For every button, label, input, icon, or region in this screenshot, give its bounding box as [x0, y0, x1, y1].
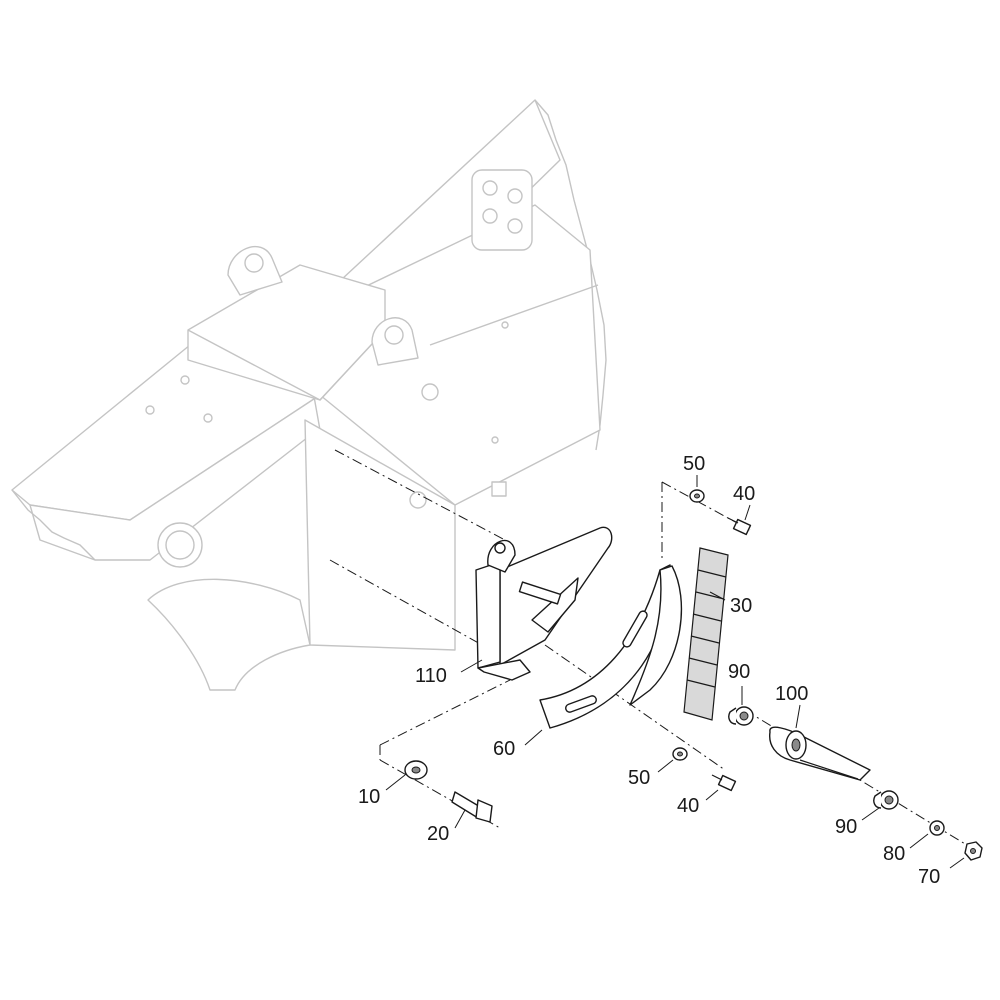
callout-50-top: 50 — [683, 453, 705, 475]
frame-side-plate — [304, 419, 456, 651]
bolt-20 — [451, 791, 493, 823]
part-110-bracket — [475, 526, 613, 681]
callout-100: 100 — [775, 683, 808, 705]
bolt-40-top — [727, 517, 752, 536]
callouts: 50 40 30 110 90 100 60 50 40 10 20 90 80… — [358, 453, 940, 888]
hardware — [404, 489, 983, 861]
wear-strip — [683, 547, 729, 721]
bracket-channel — [475, 561, 501, 669]
callout-70: 70 — [918, 866, 940, 888]
bracket-cutout — [531, 577, 579, 633]
callout-90-upper: 90 — [728, 661, 750, 683]
frame-beam-side — [29, 394, 331, 561]
callout-30: 30 — [730, 595, 752, 617]
frame-lower-housing — [147, 578, 311, 691]
callout-110: 110 — [415, 665, 447, 687]
callout-80: 80 — [883, 843, 905, 865]
bushing-90-upper — [728, 706, 754, 726]
roller-100 — [769, 726, 871, 781]
roller-body — [769, 726, 871, 781]
callout-90-lower: 90 — [835, 816, 857, 838]
leader-lines — [385, 475, 965, 869]
part-60-guide-plate — [539, 564, 683, 729]
guide-slot-lower — [565, 695, 597, 713]
bolt-40-bottom — [711, 774, 737, 792]
bracket-pin — [518, 581, 562, 605]
callout-40-top: 40 — [733, 483, 755, 505]
bushing-90-lower — [873, 790, 899, 810]
guide-plate — [539, 564, 671, 729]
callout-50-bottom: 50 — [628, 767, 650, 789]
callout-10: 10 — [358, 786, 380, 808]
frame-bolt-plate — [471, 169, 533, 251]
callout-60: 60 — [493, 738, 515, 760]
part-30-wear-strip — [683, 547, 729, 721]
callout-40-bottom: 40 — [677, 795, 699, 817]
callout-20: 20 — [427, 823, 449, 845]
guide-slot-upper — [622, 610, 648, 648]
frame-assembly-ghost — [11, 99, 607, 691]
